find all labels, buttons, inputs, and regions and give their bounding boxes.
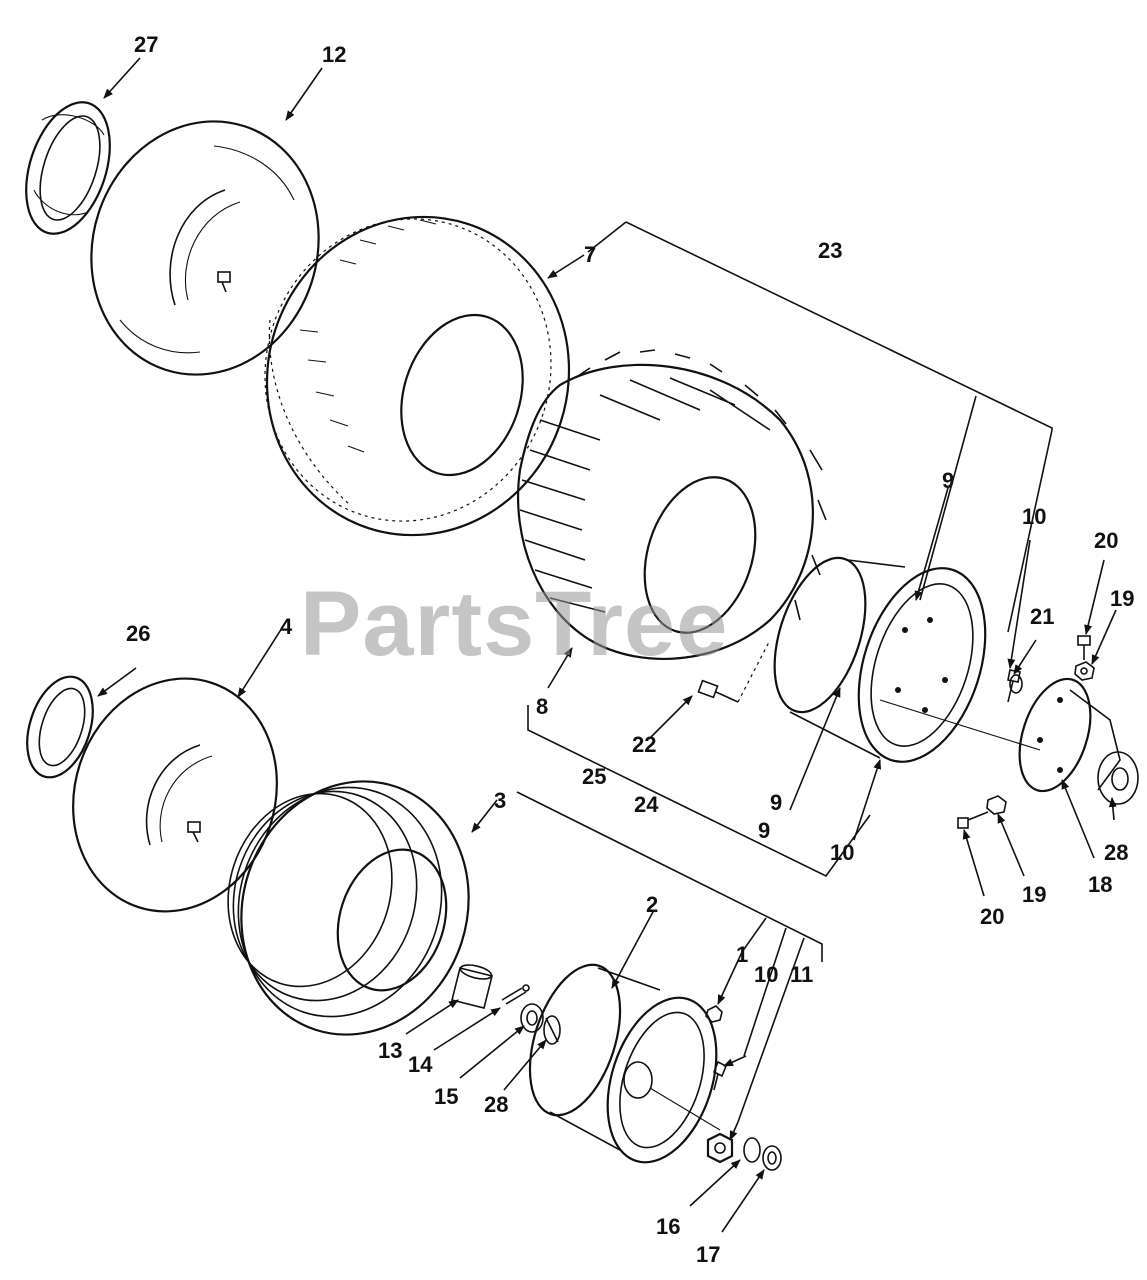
callout-4: 4 (280, 614, 293, 639)
callout-12: 12 (322, 42, 346, 67)
part-16-washer (743, 1137, 761, 1163)
callout-3: 3 (494, 788, 506, 813)
callout-21: 21 (1030, 604, 1054, 629)
callout-18: 18 (1088, 872, 1112, 897)
part-14-fitting (501, 984, 530, 1005)
bracket-25 (516, 791, 823, 1123)
part-8-lug-tire (516, 349, 827, 660)
callout-27: 27 (134, 32, 158, 57)
part-3-rib-tire (227, 780, 470, 1036)
callout-1: 1 (736, 942, 748, 967)
callout-17: 17 (696, 1242, 720, 1267)
callout-28a: 28 (1104, 840, 1128, 865)
callout-26: 26 (126, 621, 150, 646)
part-20-bolt-upper (1077, 635, 1091, 660)
callout-9c: 9 (758, 818, 770, 843)
part-11-hex-nut (706, 1132, 734, 1164)
callout-16: 16 (656, 1214, 680, 1239)
callout-10b: 10 (830, 840, 854, 865)
callout-22: 22 (632, 732, 656, 757)
callout-14: 14 (408, 1052, 433, 1077)
callout-20b: 20 (980, 904, 1004, 929)
part-1-nut (705, 1005, 723, 1023)
callout-10a: 10 (1022, 504, 1046, 529)
part-27-rim-ring (25, 101, 111, 235)
part-19-nut-upper (1074, 661, 1095, 681)
part-12-inner-tube (90, 120, 320, 376)
callout-13: 13 (378, 1038, 402, 1063)
bracket-23 (587, 221, 1053, 633)
callout-25: 25 (582, 764, 606, 789)
bracket-24 (527, 705, 871, 878)
callout-11: 11 (790, 962, 813, 987)
part-18-hub (879, 677, 1139, 805)
part-28-bearing-lower (543, 1015, 561, 1045)
callout-28b: 28 (484, 1092, 508, 1117)
part-7-turf-tire (264, 215, 571, 537)
part-15-washer (520, 1003, 544, 1033)
part-13-bushing (451, 964, 493, 1009)
leader-lines (97, 57, 1117, 1233)
part-4-inner-tube (72, 677, 278, 913)
part-22-valve-stem (697, 639, 771, 703)
callout-8: 8 (536, 694, 548, 719)
callout-20a: 20 (1094, 528, 1118, 553)
callout-9b: 9 (770, 790, 782, 815)
part-19-nut-lower (986, 795, 1007, 815)
callout-19a: 19 (1110, 586, 1134, 611)
part-20-bolt-lower (957, 811, 989, 829)
callout-10c: 10 (754, 962, 778, 987)
callout-7: 7 (584, 242, 596, 267)
callout-19b: 19 (1022, 882, 1046, 907)
callout-9a: 9 (942, 468, 954, 493)
callout-23: 23 (818, 238, 842, 263)
part-21-key (1009, 674, 1023, 694)
callout-2: 2 (646, 892, 658, 917)
part-26-rim-ring (26, 675, 94, 779)
callout-15: 15 (434, 1084, 458, 1109)
part-2-wheel-rim (528, 963, 721, 1164)
part-17-washer (762, 1145, 782, 1171)
callout-24: 24 (634, 792, 659, 817)
part-9-wheel-rim (773, 556, 987, 763)
